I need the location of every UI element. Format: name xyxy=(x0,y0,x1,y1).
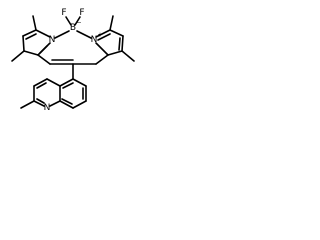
bond-b-fr xyxy=(74,16,81,26)
bond-c1-meso xyxy=(37,54,51,65)
atom-boron-charge: − xyxy=(76,20,81,27)
atom-nitrogen-right: N xyxy=(91,35,98,45)
bond-p5 xyxy=(49,100,61,107)
bond-q6-double xyxy=(62,82,74,89)
bond-c2-methyl xyxy=(11,50,25,62)
bond-q1 xyxy=(72,78,87,87)
bond-c1-c2 xyxy=(23,50,39,56)
atom-fluorine-left: F xyxy=(61,8,66,18)
bond-c2-c3 xyxy=(22,35,25,52)
bond-b-fl xyxy=(65,16,72,26)
bond-c6-c7-double xyxy=(118,37,121,51)
bond-c4-methyl xyxy=(32,15,37,31)
atom-nitrogen-quinoline: N xyxy=(44,103,51,113)
bond-nr-c5 xyxy=(95,42,109,56)
bond-q6 xyxy=(59,78,74,87)
bonds xyxy=(11,15,135,109)
bond-q4 xyxy=(59,100,74,109)
bond-p4-double xyxy=(36,98,45,104)
atom-fluorine-right: F xyxy=(79,8,84,18)
bond-p2 xyxy=(33,78,48,87)
bond-meso-c5 xyxy=(95,54,109,65)
bond-p1 xyxy=(46,78,61,87)
bond-nl-c1-double xyxy=(39,45,48,54)
bond-b-nr xyxy=(76,30,92,39)
bond-c7-c8 xyxy=(109,29,124,37)
bond-b-nl xyxy=(54,30,70,39)
bond-c5-c6 xyxy=(107,50,123,56)
bond-c8-nr xyxy=(95,29,111,38)
bond-q3 xyxy=(72,100,87,109)
atom-nitrogen-right-charge: + xyxy=(97,32,102,39)
bond-c6-c7 xyxy=(121,35,124,52)
atom-labels: F F B − N N + N xyxy=(44,8,103,113)
bond-c6-methyl xyxy=(121,50,135,62)
atom-boron: B xyxy=(70,23,76,33)
bond-p2-double xyxy=(36,82,47,89)
bond-q4-double xyxy=(61,98,73,105)
bond-c8-nr-double xyxy=(97,33,111,41)
bond-c3-c4-double xyxy=(25,33,37,40)
bond-p-methyl xyxy=(20,100,35,109)
molecule-structure: F F B − N N + N xyxy=(11,8,135,113)
atom-nitrogen-left: N xyxy=(49,35,56,45)
bond-c4-nl xyxy=(35,29,51,38)
bond-p4 xyxy=(33,100,45,107)
bond-c8-methyl xyxy=(109,15,114,31)
bond-c3-c4 xyxy=(22,29,37,37)
